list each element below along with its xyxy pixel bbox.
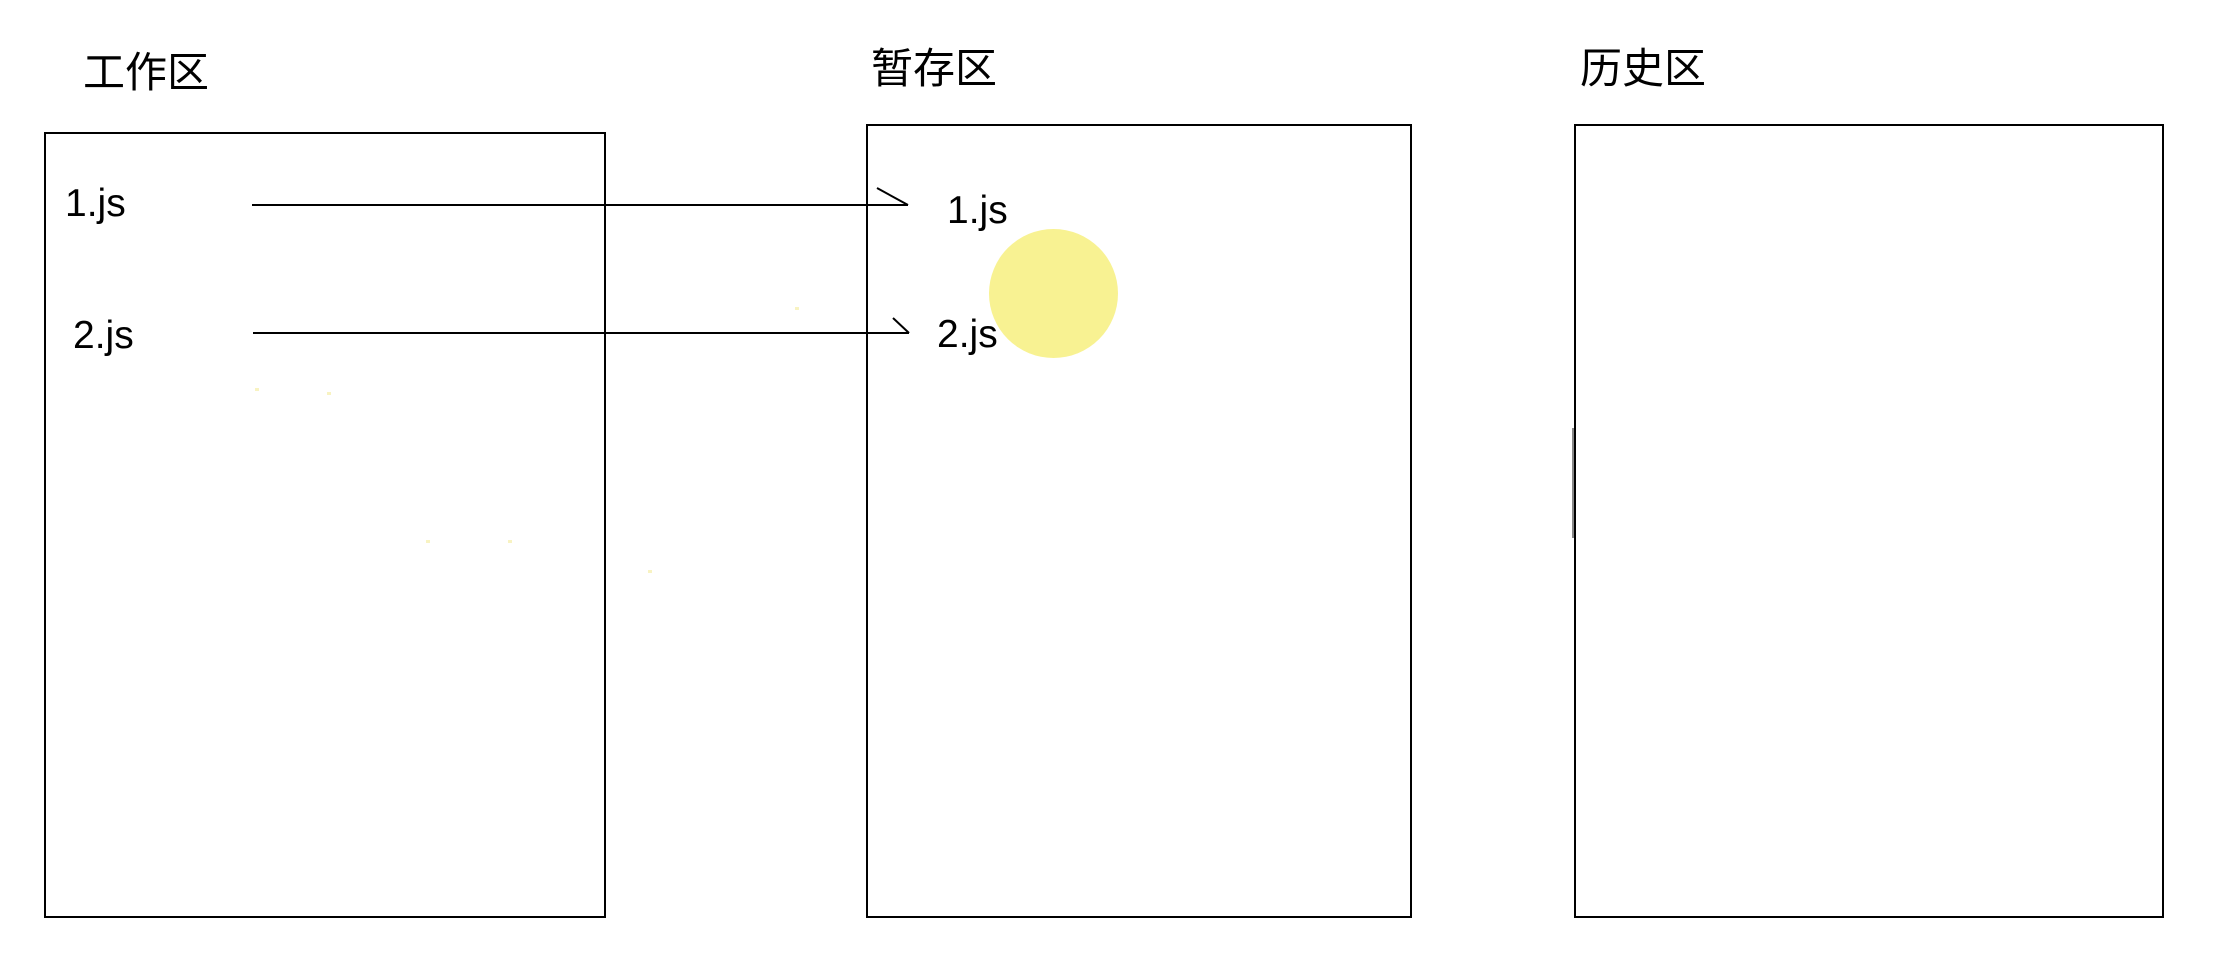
staging-title: 暂存区 [871,44,998,93]
speck [255,388,259,391]
staging-box [866,124,1412,918]
history-title: 历史区 [1580,44,1707,93]
staging-file-2: 2.js [937,313,998,356]
speck [508,540,512,543]
speck [648,570,652,573]
workspace-title: 工作区 [83,48,210,97]
cursor-highlight [989,229,1118,358]
workspace-file-2: 2.js [73,314,134,357]
workspace-box [44,132,606,918]
speck [327,392,331,395]
workspace-file-1: 1.js [65,182,126,225]
staging-file-1: 1.js [947,189,1008,232]
speck [795,307,799,310]
history-box [1574,124,2164,918]
speck [426,540,430,543]
